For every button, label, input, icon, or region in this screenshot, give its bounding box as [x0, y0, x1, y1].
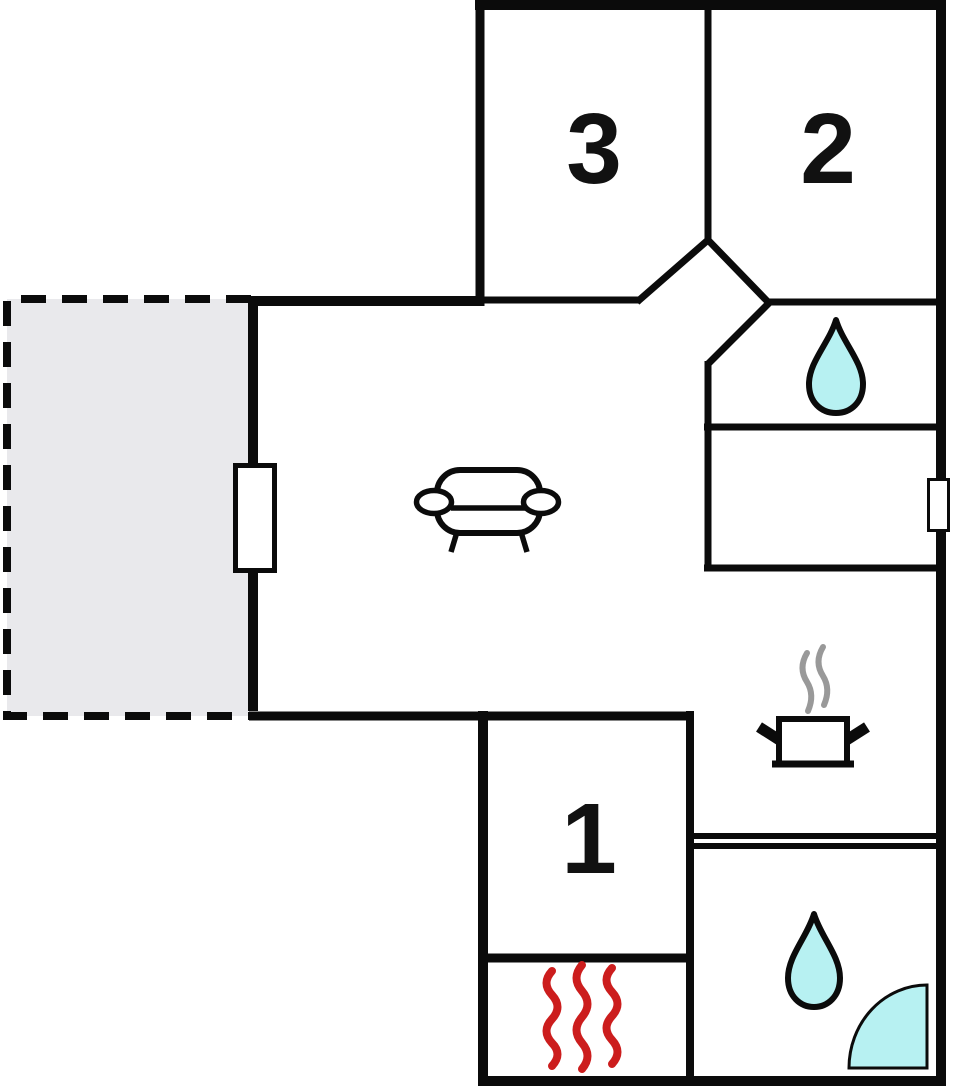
terrace-fill — [7, 299, 250, 716]
wall-bath-diagonal — [705, 300, 772, 367]
steam-line-left — [799, 650, 815, 714]
heat-wave-3 — [602, 964, 622, 1068]
pot-shape — [756, 716, 870, 768]
heat-wave-2 — [572, 961, 592, 1073]
steam-line-right — [815, 644, 831, 708]
steam-lines — [799, 644, 831, 714]
interior-walls — [479, 0, 941, 1081]
sofa-icon — [413, 467, 562, 553]
heat-wave-1 — [542, 967, 562, 1070]
cooking-pot-icon — [756, 644, 870, 768]
windows — [233, 463, 950, 573]
door-swing-icon — [847, 983, 929, 1070]
sofa-armrest-left — [413, 487, 455, 517]
pot-body — [776, 716, 850, 767]
window-left — [233, 463, 277, 573]
heat-waves-icon — [542, 961, 622, 1073]
terrace-dashed-border — [3, 295, 253, 720]
terrace-area — [3, 295, 253, 720]
room-3-label: 3 — [566, 93, 622, 205]
water-drop-icon-top — [806, 317, 866, 416]
outer-walls — [248, 0, 946, 1086]
wall-diagonal-right — [705, 237, 772, 306]
room-1-label: 1 — [561, 783, 617, 895]
water-drop-icon-bottom — [785, 911, 843, 1010]
window-right — [927, 478, 950, 532]
wall-diagonal-left — [634, 237, 711, 305]
room-2-label: 2 — [800, 93, 856, 205]
sofa-armrest-right — [520, 487, 562, 517]
